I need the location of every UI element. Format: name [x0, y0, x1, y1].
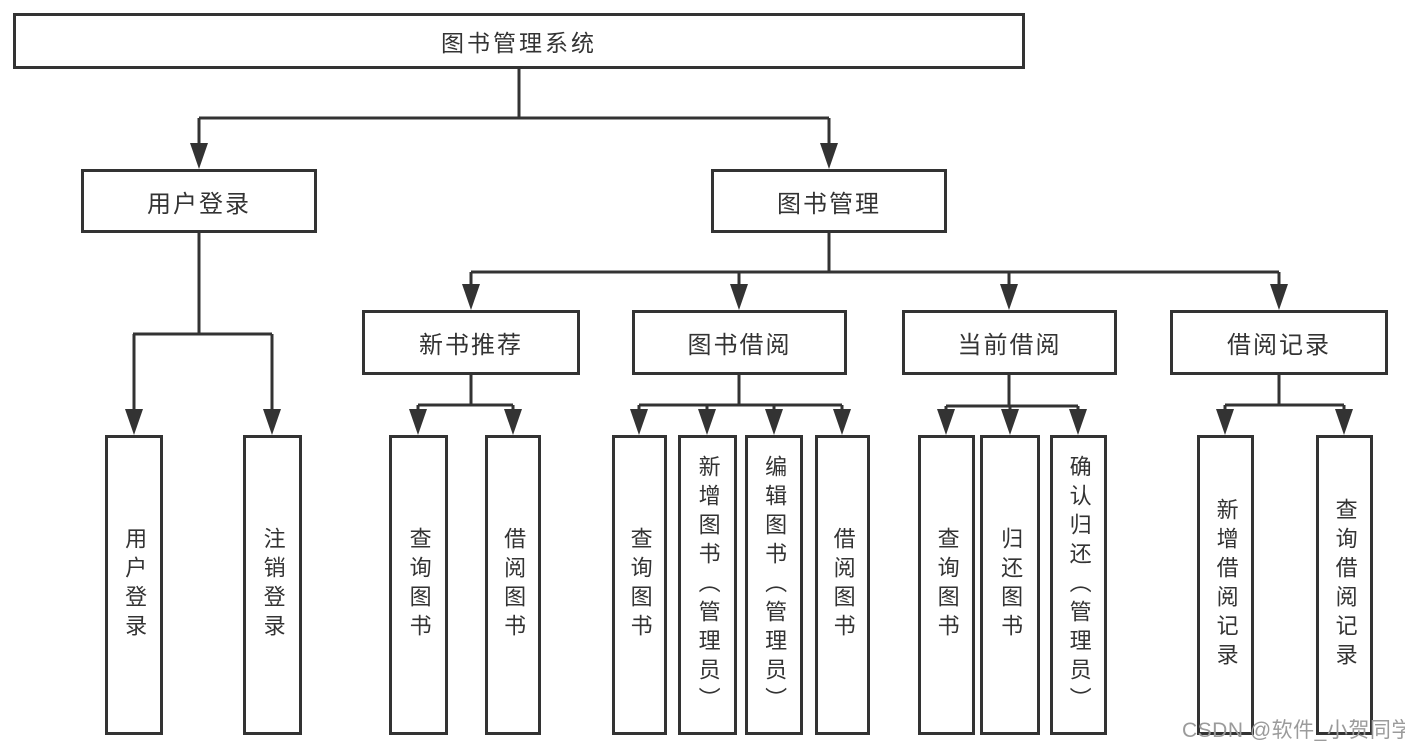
arrowhead-book-mgmt — [820, 143, 838, 169]
arrowhead-leaf-logout — [263, 409, 281, 435]
leaf-current-query-books: 查询图书 — [918, 435, 975, 735]
connector-root-to-level1 — [197, 69, 831, 145]
leaf-borrowing-add-books-admin: 新增图书（管理员） — [678, 435, 737, 735]
leaf-recommend-borrow-books: 借阅图书 — [485, 435, 541, 735]
arrowhead-user-login — [190, 143, 208, 169]
arrowhead-br-query — [1335, 409, 1353, 435]
leaf-borrowing-edit-books-admin: 编辑图书（管理员） — [745, 435, 803, 735]
leaf-recommend-query-books: 查询图书 — [389, 435, 448, 735]
arrowhead-cb-query — [937, 409, 955, 435]
arrowhead-leaf-user-login — [125, 409, 143, 435]
arrowhead-bb-borrow — [833, 409, 851, 435]
arrowhead-cb-return — [1001, 409, 1019, 435]
leaf-borrowing-query-books: 查询图书 — [612, 435, 667, 735]
node-borrowing-records: 借阅记录 — [1170, 310, 1388, 375]
node-current-borrowing: 当前借阅 — [902, 310, 1117, 375]
leaf-user-login: 用户登录 — [105, 435, 163, 735]
arrowhead-cb-confirm — [1069, 409, 1087, 435]
arrowhead-book-borrow — [730, 284, 748, 310]
arrowhead-br-add — [1216, 409, 1234, 435]
arrowhead-borrow-records — [1270, 284, 1288, 310]
node-user-login: 用户登录 — [81, 169, 317, 233]
connector-book-borrow-children — [637, 375, 844, 411]
connector-current-borrow-children — [944, 375, 1080, 411]
arrowhead-current-borrow — [1000, 284, 1018, 310]
node-book-borrowing: 图书借阅 — [632, 310, 847, 375]
arrowhead-bb-add — [698, 409, 716, 435]
connector-user-login-children — [132, 233, 274, 410]
leaf-records-query-borrow-record: 查询借阅记录 — [1316, 435, 1373, 735]
node-root-system: 图书管理系统 — [13, 13, 1025, 69]
csdn-watermark: CSDN @软件_小贺同学 — [1182, 719, 1405, 742]
connector-borrow-records-children — [1223, 375, 1346, 411]
arrowhead-new-book-rec — [462, 284, 480, 310]
arrowhead-bb-edit — [765, 409, 783, 435]
arrowhead-rec-borrow — [504, 409, 522, 435]
arrowhead-bb-query — [630, 409, 648, 435]
leaf-current-confirm-return-admin: 确认归还（管理员） — [1050, 435, 1107, 735]
node-new-book-recommend: 新书推荐 — [362, 310, 580, 375]
connector-new-book-rec-children — [416, 375, 515, 411]
leaf-records-add-borrow-record: 新增借阅记录 — [1197, 435, 1254, 735]
leaf-current-return-books: 归还图书 — [980, 435, 1040, 735]
leaf-logout: 注销登录 — [243, 435, 302, 735]
node-book-management: 图书管理 — [711, 169, 947, 233]
connector-book-mgmt-children — [469, 233, 1281, 285]
leaf-borrowing-borrow-books: 借阅图书 — [815, 435, 870, 735]
arrowhead-rec-query — [409, 409, 427, 435]
